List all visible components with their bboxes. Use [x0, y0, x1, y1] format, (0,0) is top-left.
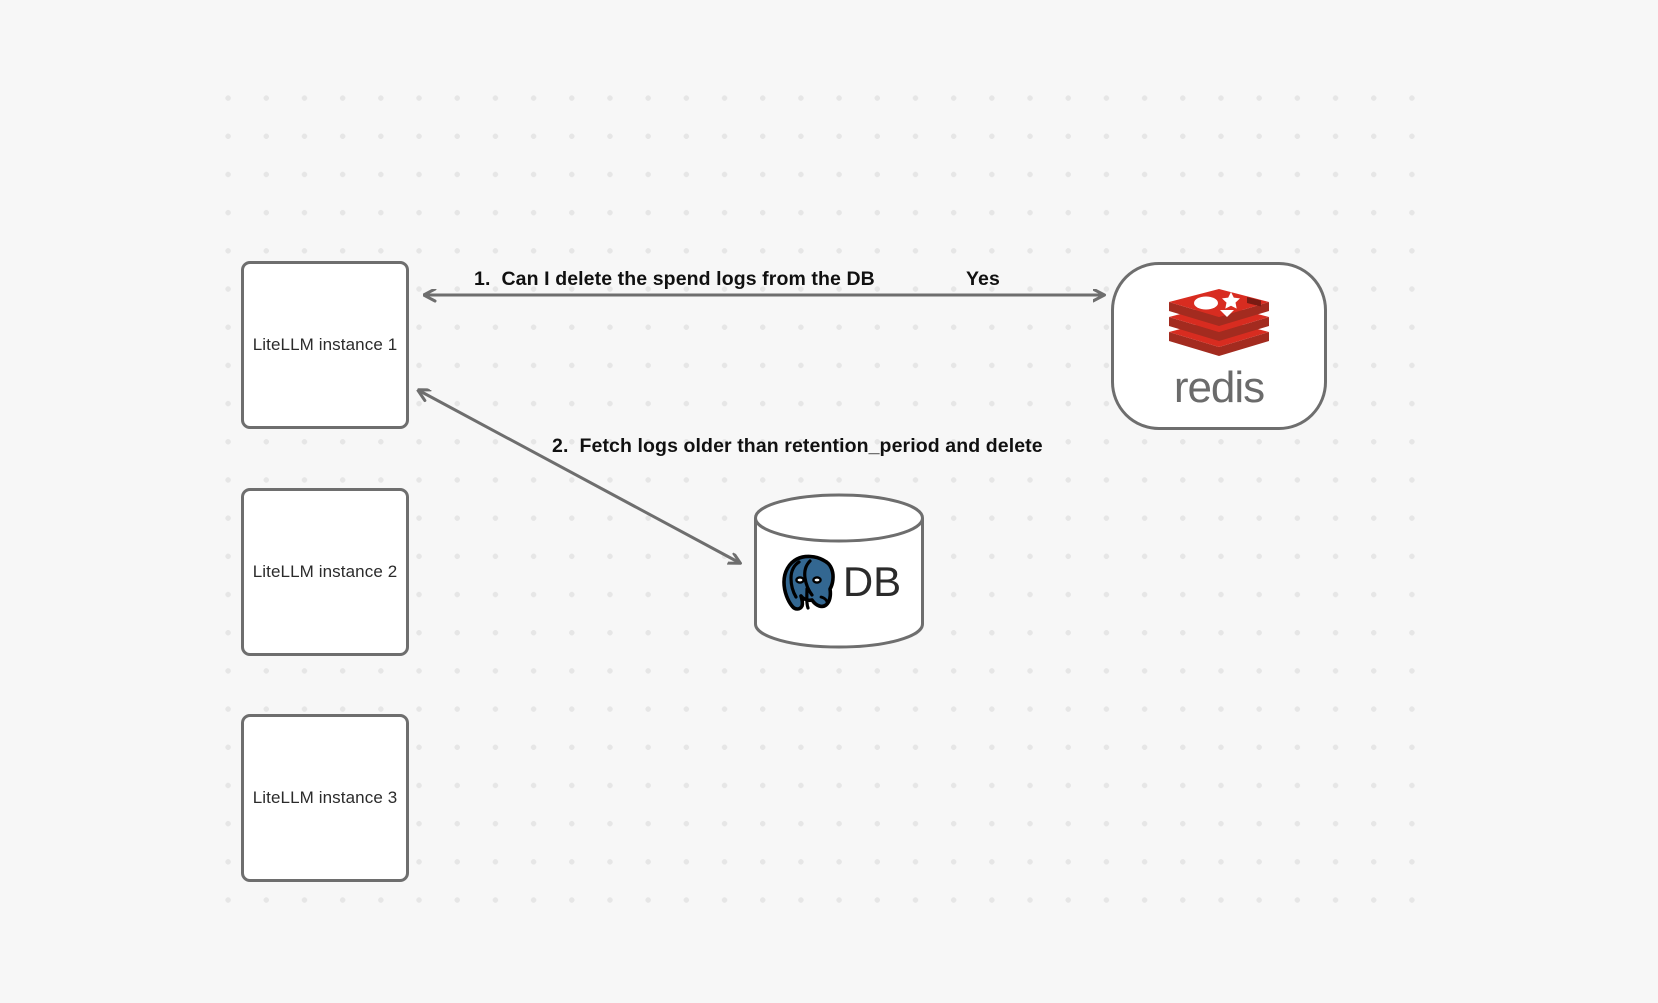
redis-wordmark: redis	[1173, 363, 1265, 412]
node-litellm-instance-2[interactable]: LiteLLM instance 2	[241, 488, 409, 656]
node-litellm-instance-1-label: LiteLLM instance 1	[252, 335, 398, 354]
node-litellm-instance-1[interactable]: LiteLLM instance 1	[241, 261, 409, 429]
redis-logo-group: redis	[1165, 286, 1273, 410]
node-litellm-instance-2-label: LiteLLM instance 2	[252, 562, 398, 581]
postgresql-elephant-icon	[782, 554, 835, 611]
node-litellm-instance-3-label: LiteLLM instance 3	[252, 788, 398, 807]
node-database[interactable]: DB	[752, 492, 926, 650]
redis-logo-icon	[1169, 289, 1269, 356]
cylinder-shape	[754, 493, 924, 649]
database-label-group: DB	[752, 492, 926, 650]
edge-litellm1-database	[418, 390, 740, 563]
edge-1-label: 1. Can I delete the spend logs from the …	[474, 268, 875, 290]
edge-1-response-label: Yes	[966, 268, 1000, 290]
edge-2-label: 2. Fetch logs older than retention_perio…	[552, 435, 1043, 457]
database-label: DB	[842, 558, 902, 605]
node-redis[interactable]: redis	[1111, 262, 1327, 430]
node-litellm-instance-3[interactable]: LiteLLM instance 3	[241, 714, 409, 882]
